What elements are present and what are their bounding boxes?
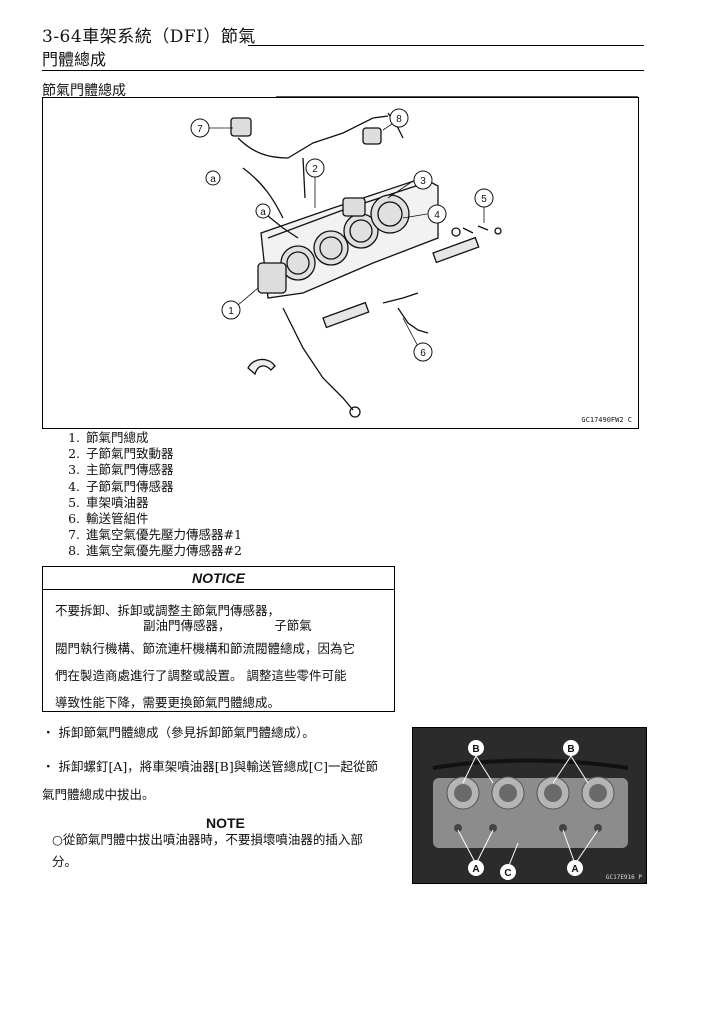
list-item: 子節氣門致動器 bbox=[84, 446, 242, 462]
svg-text:a: a bbox=[260, 207, 266, 218]
throttle-body-diagram: 7 a 2 8 3 4 5 a 1 6 bbox=[190, 108, 502, 418]
photo-code: GC17E916 P bbox=[605, 874, 642, 881]
callout-2: 2 bbox=[305, 158, 325, 178]
photo-label-a-left: A bbox=[468, 860, 484, 876]
notice-line: 副油門傳感器， 子節氣 bbox=[143, 618, 312, 633]
photo-label-b-right: B bbox=[563, 740, 579, 756]
exploded-diagram: 7 a 2 8 3 4 5 a 1 6 GC17490FW2 C bbox=[42, 97, 639, 429]
list-item: 進氣空氣優先壓力傳感器#1 bbox=[84, 527, 242, 543]
notice-heading: NOTICE bbox=[43, 567, 394, 590]
list-item: 主節氣門傳感器 bbox=[84, 462, 242, 478]
svg-text:6: 6 bbox=[420, 348, 426, 359]
list-item: 子節氣門傳感器 bbox=[84, 479, 242, 495]
note-heading: NOTE bbox=[206, 815, 245, 831]
header-rule-top bbox=[248, 45, 644, 46]
notice-box: NOTICE 不要拆卸、拆卸或調整主節氣門傳感器， 副油門傳感器， 子節氣 閥門… bbox=[42, 566, 395, 712]
page-subtitle: 門體總成 bbox=[42, 50, 107, 69]
svg-text:5: 5 bbox=[481, 194, 487, 205]
list-item: 輸送管組件 bbox=[84, 511, 242, 527]
note-line: ○從節氣門體中拔出噴油器時，不要損壞噴油器的插入部 bbox=[52, 832, 363, 847]
svg-text:2: 2 bbox=[312, 164, 318, 175]
callout-6: 6 bbox=[413, 342, 433, 362]
notice-line: 閥門執行機構、節流連杆機構和節流閥體總成，因為它 bbox=[55, 641, 356, 656]
callout-5: 5 bbox=[474, 188, 494, 208]
svg-text:1: 1 bbox=[228, 306, 234, 317]
photo-label-c: C bbox=[500, 864, 516, 880]
svg-text:C: C bbox=[504, 868, 511, 879]
callout-4: 4 bbox=[427, 204, 447, 224]
section-rule bbox=[276, 96, 638, 97]
notice-line: 們在製造商處進行了調整或設置。 調整這些零件可能 bbox=[55, 668, 347, 683]
parts-list: 節氣門總成 子節氣門致動器 主節氣門傳感器 子節氣門傳感器 車架噴油器 輸送管組… bbox=[62, 430, 242, 560]
list-item: 進氣空氣優先壓力傳感器#2 bbox=[84, 543, 242, 559]
photo-label-a-right: A bbox=[567, 860, 583, 876]
callout-a-lower: a bbox=[255, 203, 271, 219]
svg-text:8: 8 bbox=[396, 114, 402, 125]
section-title: 節氣門體總成 bbox=[42, 83, 126, 99]
callout-a-upper: a bbox=[205, 170, 221, 186]
page-title: 3-64車架系統（DFI）節氣 bbox=[42, 27, 256, 47]
callout-7: 7 bbox=[190, 118, 210, 138]
photo-illustration: B B A C A bbox=[413, 728, 646, 883]
note-line: 分。 bbox=[52, 854, 78, 869]
svg-text:3: 3 bbox=[420, 176, 426, 187]
list-item: 車架噴油器 bbox=[84, 495, 242, 511]
throttle-body-photo: B B A C A GC17E916 P bbox=[412, 727, 647, 884]
notice-line: 導致性能下降，需要更換節氣門體總成。 bbox=[55, 695, 281, 710]
callout-3: 3 bbox=[413, 170, 433, 190]
callout-8: 8 bbox=[389, 108, 409, 128]
step-remove-throttle-body: ・ 拆卸節氣門體總成（參見拆卸節氣門體總成）。 bbox=[42, 725, 315, 740]
svg-text:a: a bbox=[210, 174, 216, 185]
svg-text:A: A bbox=[472, 864, 479, 875]
header-rule-bottom bbox=[42, 70, 644, 71]
figure-code: GC17490FW2 C bbox=[581, 416, 632, 424]
notice-line: 不要拆卸、拆卸或調整主節氣門傳感器， bbox=[55, 603, 281, 618]
list-item: 節氣門總成 bbox=[84, 430, 242, 446]
notice-text: 不要拆卸、拆卸或調整主節氣門傳感器， 副油門傳感器， 子節氣 閥門執行機構、節流… bbox=[55, 597, 385, 716]
svg-text:7: 7 bbox=[197, 124, 203, 135]
svg-text:B: B bbox=[567, 744, 574, 755]
svg-text:A: A bbox=[571, 864, 578, 875]
svg-text:4: 4 bbox=[434, 210, 440, 221]
callout-1: 1 bbox=[221, 300, 241, 320]
note-text: ○從節氣門體中拔出噴油器時，不要損壞噴油器的插入部 分。 bbox=[52, 829, 397, 873]
photo-label-b-left: B bbox=[468, 740, 484, 756]
step-remove-screws-line2: 氣門體總成中拔出。 bbox=[42, 787, 155, 802]
svg-text:B: B bbox=[472, 744, 479, 755]
step-remove-screws-line1: ・ 拆卸螺釘[A]，將車架噴油器[B]與輸送管總成[C]一起從節 bbox=[42, 759, 379, 774]
